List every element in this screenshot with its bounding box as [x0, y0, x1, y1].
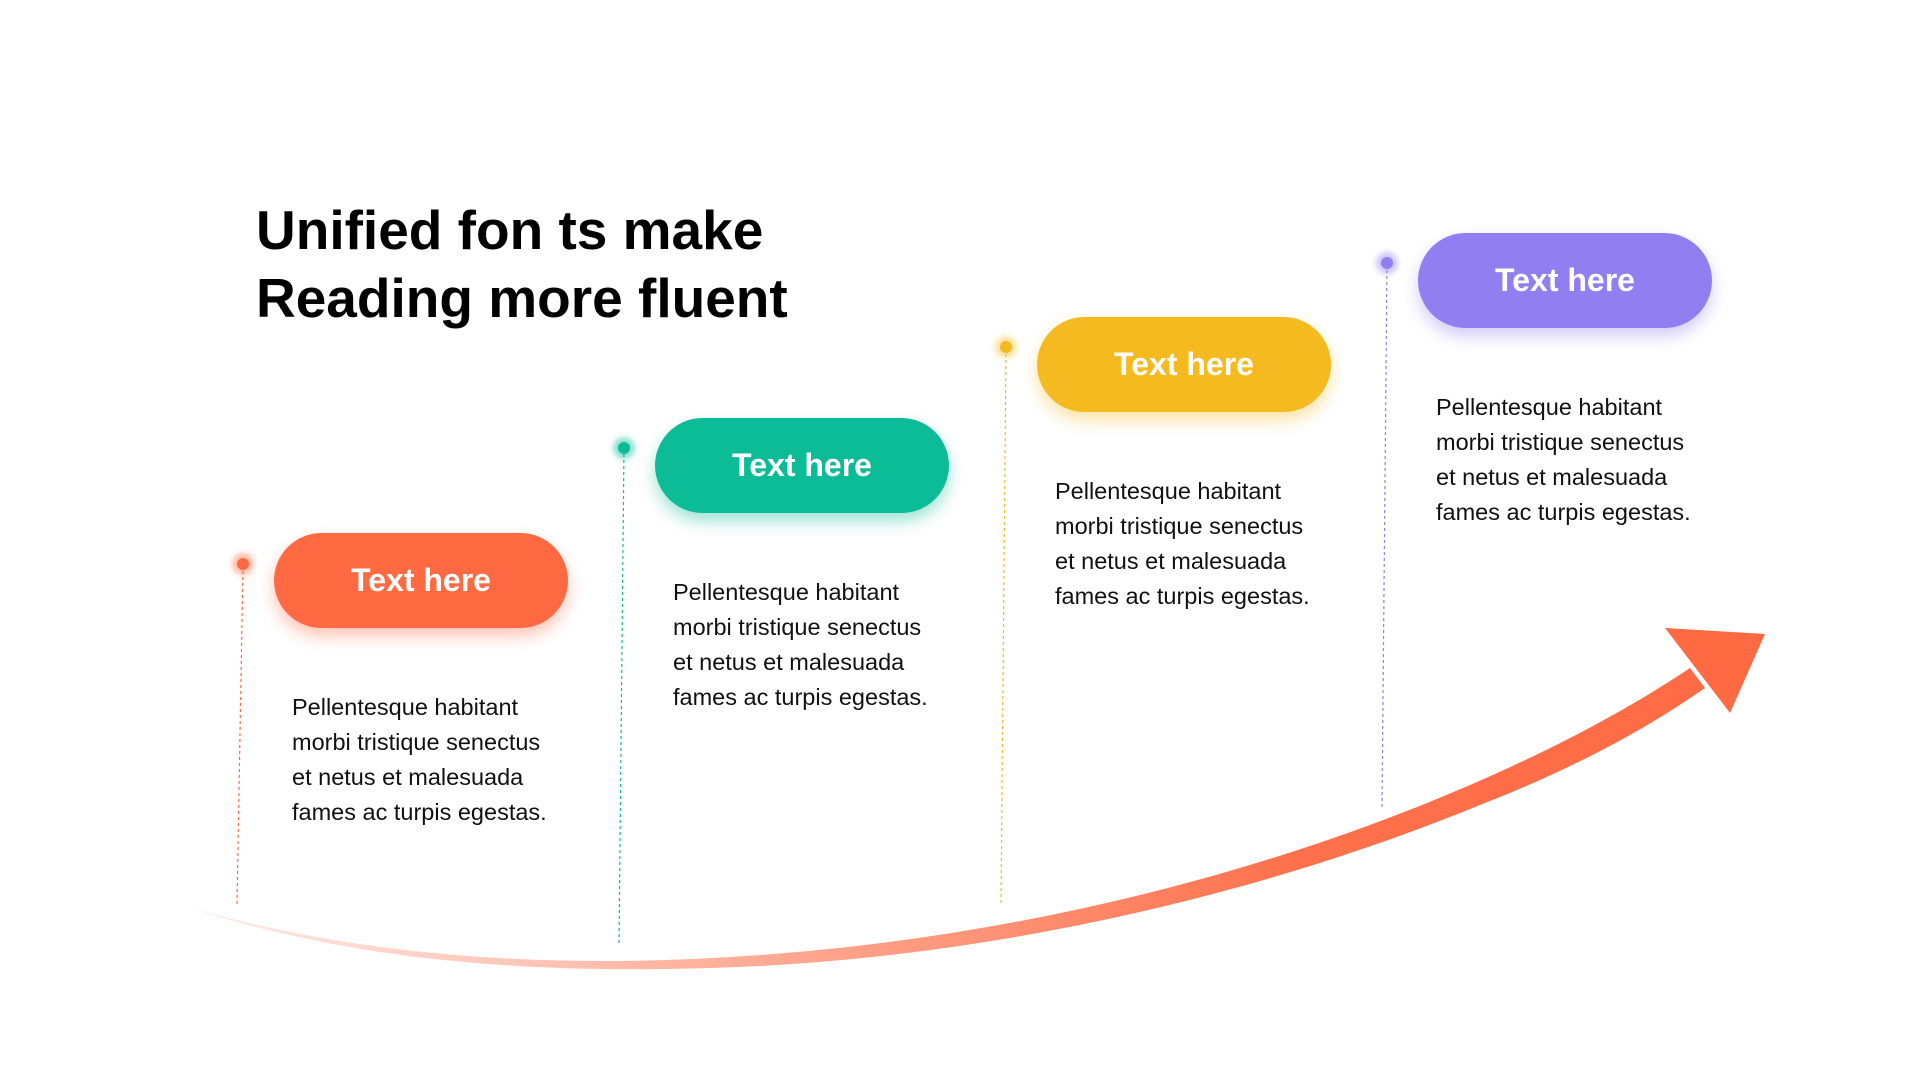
- step-2-description: Pellentesque habitant morbi tristique se…: [673, 575, 973, 715]
- title-line-1: Unified fon ts make: [256, 199, 764, 261]
- connector-dot-2: [613, 437, 635, 459]
- step-1-label: Text here: [351, 562, 491, 598]
- step-1-desc-line-2: morbi tristique senectus: [292, 729, 541, 755]
- step-3-description: Pellentesque habitant morbi tristique se…: [1055, 474, 1355, 614]
- step-4-desc-line-2: morbi tristique senectus: [1436, 429, 1685, 455]
- step-3-button[interactable]: Text here: [1037, 317, 1331, 412]
- step-4-description: Pellentesque habitant morbi tristique se…: [1436, 390, 1736, 530]
- connector-dot-1: [232, 553, 254, 575]
- title-line-2: Reading more fluent: [256, 267, 788, 329]
- growth-arrow-body: [185, 668, 1705, 970]
- connector-line-2: [618, 447, 625, 946]
- growth-arrow: [185, 628, 1765, 970]
- step-4-desc-line-4: fames ac turpis egestas.: [1436, 499, 1691, 525]
- connector-line-1: [236, 564, 244, 906]
- connector-dots: [232, 252, 1398, 575]
- step-1-desc-line-3: et netus et malesuada: [292, 764, 524, 790]
- step-2-button[interactable]: Text here: [655, 418, 949, 513]
- step-4-desc-line-1: Pellentesque habitant: [1436, 394, 1663, 420]
- step-1-desc-line-4: fames ac turpis egestas.: [292, 799, 547, 825]
- connector-dot-3: [995, 336, 1017, 358]
- step-3-desc-line-1: Pellentesque habitant: [1055, 478, 1282, 504]
- connector-dot-4: [1376, 252, 1398, 274]
- step-3-label: Text here: [1114, 346, 1254, 382]
- step-2-desc-line-3: et netus et malesuada: [673, 649, 905, 675]
- step-3-desc-line-3: et netus et malesuada: [1055, 548, 1287, 574]
- step-3-desc-line-2: morbi tristique senectus: [1055, 513, 1304, 539]
- step-4-desc-line-3: et netus et malesuada: [1436, 464, 1668, 490]
- step-1-button[interactable]: Text here: [274, 533, 568, 628]
- step-2-desc-line-4: fames ac turpis egestas.: [673, 684, 928, 710]
- connector-line-4: [1381, 263, 1388, 809]
- step-2-label: Text here: [732, 447, 872, 483]
- step-4-label: Text here: [1495, 262, 1635, 298]
- growth-arrow-head: [1665, 628, 1765, 713]
- connector-line-3: [1000, 347, 1007, 906]
- step-4-button[interactable]: Text here: [1418, 233, 1712, 328]
- step-1-description: Pellentesque habitant morbi tristique se…: [292, 690, 592, 830]
- step-1-desc-line-1: Pellentesque habitant: [292, 694, 519, 720]
- connector-lines: [236, 263, 1388, 946]
- step-2-desc-line-2: morbi tristique senectus: [673, 614, 922, 640]
- step-3-desc-line-4: fames ac turpis egestas.: [1055, 583, 1310, 609]
- step-2-desc-line-1: Pellentesque habitant: [673, 579, 900, 605]
- slide-title: Unified fon ts make Reading more fluent: [256, 196, 788, 332]
